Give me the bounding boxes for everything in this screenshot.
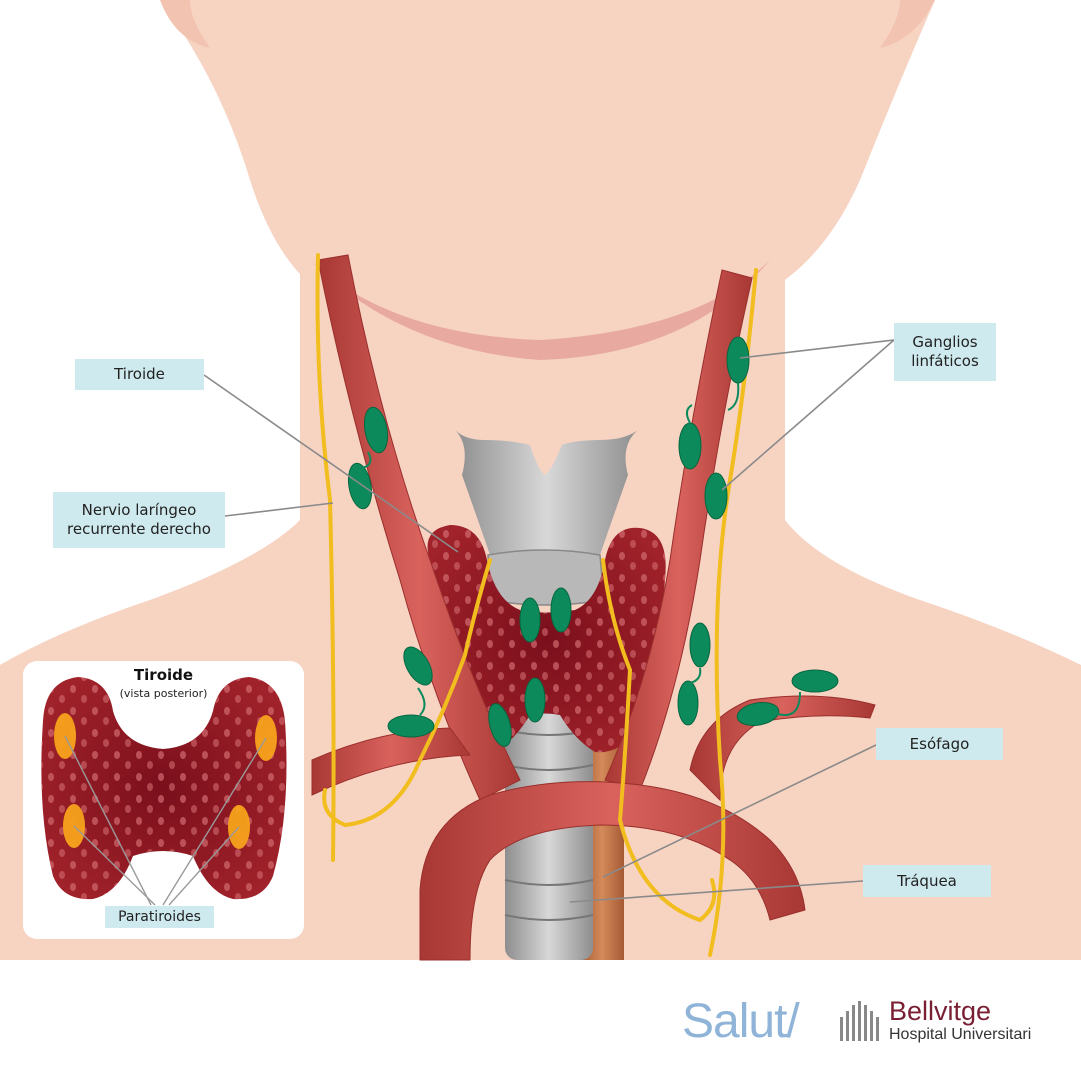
- label-esofago: Esófago: [876, 728, 1003, 760]
- face: [160, 0, 935, 350]
- salut-logo: Salut/: [682, 995, 800, 1048]
- label-nervio-laringeo: Nervio laríngeo recurrente derecho: [53, 492, 225, 548]
- label-paratiroides: Paratiroides: [105, 906, 214, 928]
- label-ganglios-linfaticos: Ganglios linfáticos: [894, 323, 996, 381]
- chin-shadow: [310, 260, 770, 360]
- bellvitge-name: Bellvitge: [889, 996, 992, 1026]
- leader-lines: [203, 339, 895, 903]
- nerves: [315, 253, 758, 957]
- label-tiroide: Tiroide: [75, 359, 204, 390]
- hospital-name: Hospital Universitari: [889, 1026, 1032, 1043]
- lymph-nodes: [347, 336, 839, 747]
- bellvitge-logo-icon: [840, 1001, 879, 1041]
- inset-thyroid-illustration: [41, 677, 287, 906]
- inset-thyroid-posterior: Tiroide (vista posterior) Paratiroides: [23, 661, 304, 939]
- inset-subtitle: (vista posterior): [119, 687, 208, 700]
- larynx: [455, 430, 638, 555]
- label-traquea: Tráquea: [863, 865, 991, 897]
- inset-title: Tiroide: [133, 666, 194, 684]
